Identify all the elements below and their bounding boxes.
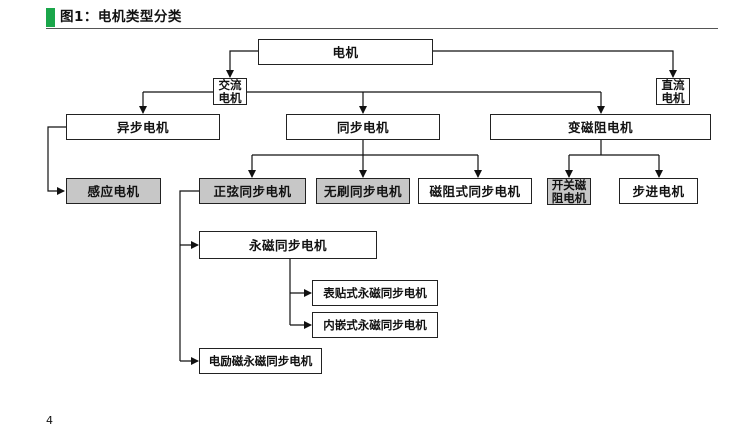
node-stepper-motor: 步进电机 — [619, 178, 698, 204]
node-pm-sync-motor: 永磁同步电机 — [199, 231, 377, 259]
edge-sine-trunk — [179, 190, 199, 361]
figure-title: 图1：电机类型分类 — [60, 9, 182, 25]
node-motor: 电机 — [258, 39, 433, 65]
node-sync-motor: 同步电机 — [286, 114, 440, 140]
node-dc-motor: 直流 电机 — [656, 78, 690, 105]
title-accent-bar — [46, 8, 55, 27]
node-async-motor: 异步电机 — [66, 114, 220, 140]
node-brushless-sync-motor: 无刷同步电机 — [316, 178, 410, 204]
node-reluctance-sync-motor: 磁阻式同步电机 — [418, 178, 532, 204]
edge-async-induction — [47, 126, 66, 195]
edge-motor-dc — [433, 50, 677, 78]
node-ac-motor: 交流 电机 — [213, 78, 247, 105]
title-rule — [46, 28, 718, 29]
node-reluctance-motor: 变磁阻电机 — [490, 114, 711, 140]
node-sine-sync-motor: 正弦同步电机 — [199, 178, 306, 204]
node-interior-pm-motor: 内嵌式永磁同步电机 — [312, 312, 438, 338]
node-switched-reluctance-motor: 开关磁 阻电机 — [547, 178, 591, 205]
node-excited-pm-motor: 电励磁永磁同步电机 — [199, 348, 322, 374]
page-number: 4 — [46, 414, 53, 427]
edge-motor-ac — [226, 50, 258, 78]
node-surface-pm-motor: 表贴式永磁同步电机 — [312, 280, 438, 306]
node-induction-motor: 感应电机 — [66, 178, 161, 204]
